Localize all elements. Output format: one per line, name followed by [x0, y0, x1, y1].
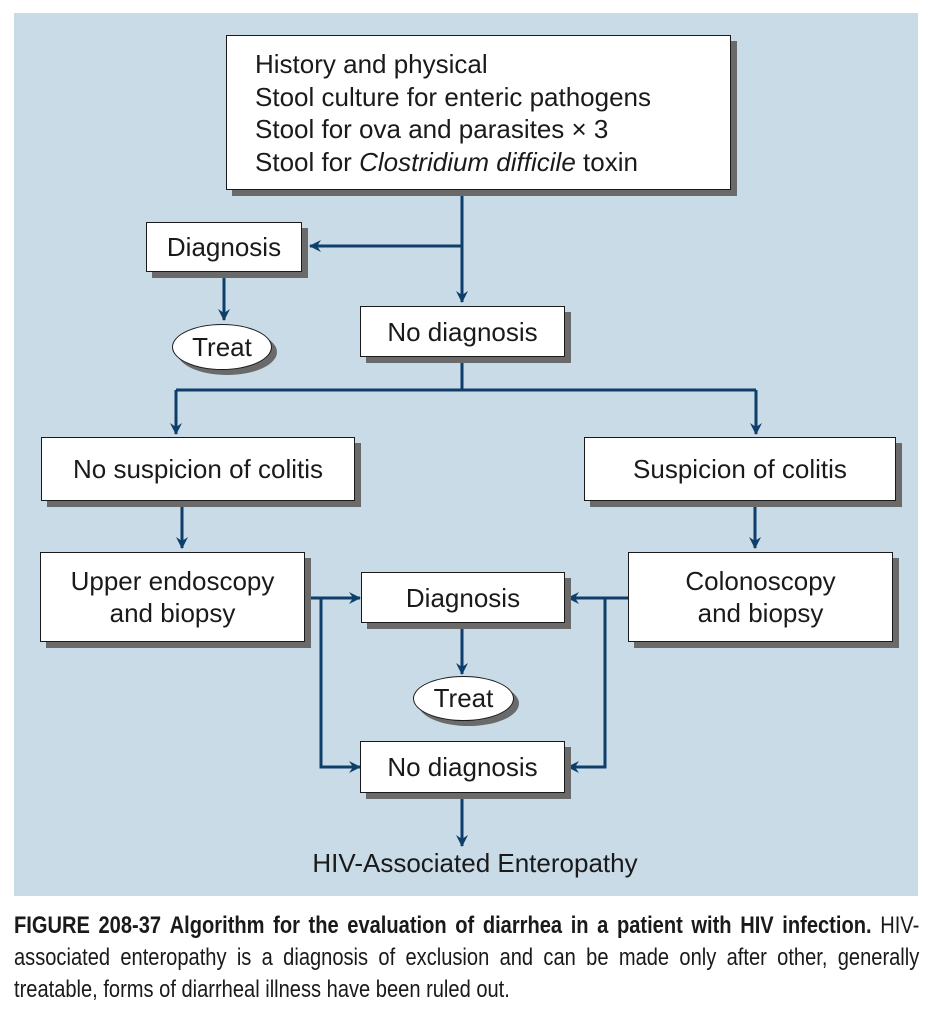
workup-line: Stool for ova and parasites × 3	[255, 114, 609, 144]
workup-prefix: Stool for	[255, 146, 360, 177]
colonoscopy-box: Colonoscopy and biopsy	[628, 552, 893, 642]
upper-endoscopy-box: Upper endoscopy and biopsy	[40, 552, 305, 642]
node-label: Diagnosis	[405, 582, 521, 613]
node-label: and biopsy	[697, 598, 824, 628]
no-suspicion-colitis-box: No suspicion of colitis	[41, 437, 355, 501]
figure-title: Algorithm for the evaluation of diarrhea…	[169, 912, 872, 939]
node-label: No diagnosis	[387, 752, 538, 782]
node-label: Treat	[433, 683, 494, 713]
diagnosis-box-2: Diagnosis	[361, 572, 565, 623]
node-label: No suspicion of colitis	[73, 454, 323, 484]
treat-oval-2: Treat	[413, 676, 514, 721]
no-diagnosis-box-2: No diagnosis	[360, 741, 565, 793]
suspicion-colitis-box: Suspicion of colitis	[584, 437, 896, 501]
workup-line: Stool culture for enteric pathogens	[255, 81, 652, 112]
figure-label: FIGURE 208-37	[14, 912, 162, 939]
node-label: Diagnosis	[166, 232, 282, 262]
node-label: Colonoscopy	[685, 566, 836, 596]
arrow-colonoscopy-to-no-diagnosis	[567, 598, 607, 773]
diagnosis-box-1: Diagnosis	[146, 222, 302, 272]
figure-text: HIV-associated enteropathy is a diagnosi…	[14, 912, 920, 1003]
workup-line: History and physical	[255, 49, 488, 79]
treat-oval-1: Treat	[172, 324, 272, 370]
workup-suffix: toxin	[575, 146, 638, 177]
initial-workup-box: History and physical Stool culture for e…	[226, 35, 731, 190]
workup-line: Stool for Clostridium difficile toxin	[255, 146, 730, 179]
node-label: Treat	[192, 331, 252, 362]
arrow-endoscopy-to-no-diagnosis	[319, 598, 361, 773]
organism-name: Clostridium difficile	[359, 146, 576, 177]
figure-caption: FIGURE 208-37 Algorithm for the evaluati…	[14, 910, 919, 1006]
endpoint-label: HIV-Associated Enteropathy	[312, 848, 638, 878]
no-diagnosis-box-1: No diagnosis	[360, 306, 565, 357]
node-label: No diagnosis	[387, 316, 538, 347]
node-label: and biopsy	[109, 598, 236, 628]
node-label: Suspicion of colitis	[633, 454, 847, 484]
node-label: Upper endoscopy	[70, 566, 275, 596]
